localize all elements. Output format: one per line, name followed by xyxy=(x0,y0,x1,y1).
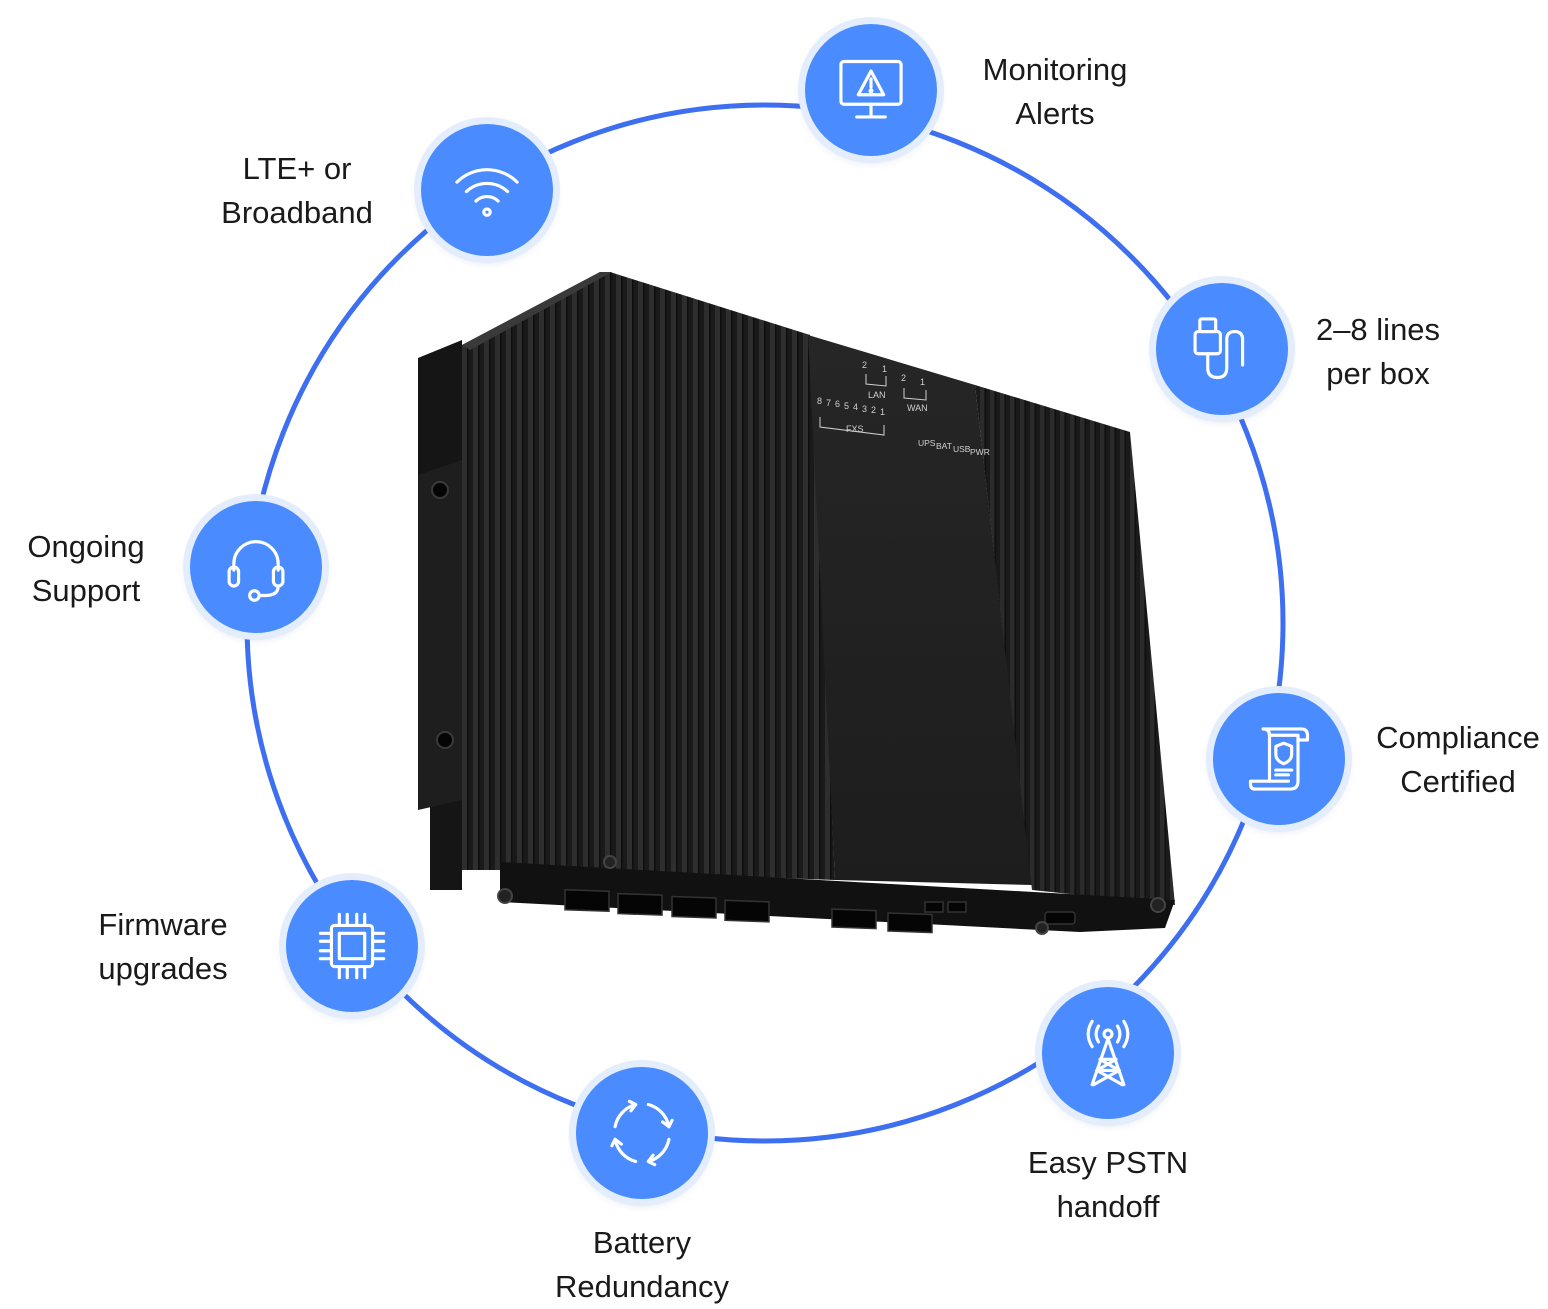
feature-support-circle xyxy=(190,501,322,633)
label-line-2: upgrades xyxy=(98,951,228,986)
mounting-bracket xyxy=(418,340,462,890)
label-line-1: Firmware xyxy=(98,907,228,942)
feature-easy-pstn-handoff: Easy PSTN handoff xyxy=(0,0,1188,1224)
feature-battery-redundancy: Battery Redundancy xyxy=(0,0,729,1304)
label-line-1: Compliance xyxy=(1376,720,1540,755)
feature-lines-label: 2–8 lines per box xyxy=(1316,308,1440,396)
fxs-port-7: 7 xyxy=(826,398,831,408)
fxs-label: FXS xyxy=(846,424,864,434)
feature-lte-or-broadband: LTE+ or Broadband xyxy=(0,0,553,256)
feature-compliance-certified: Compliance Certified xyxy=(0,0,1540,825)
device-port-strip xyxy=(497,855,1175,935)
feature-firmware-label: Firmware upgrades xyxy=(98,903,227,991)
feature-pstn-circle xyxy=(1042,987,1174,1119)
label-line-1: Easy PSTN xyxy=(1027,1145,1189,1180)
fxs-port-5: 5 xyxy=(844,401,849,411)
lan-port-1: 1 xyxy=(882,364,887,374)
feature-battery-label: Battery Redundancy xyxy=(555,1221,729,1309)
lan-port-2: 2 xyxy=(862,360,867,370)
chip-icon xyxy=(318,912,386,980)
feature-monitoring-label: Monitoring Alerts xyxy=(983,48,1128,136)
headset-icon xyxy=(227,540,285,602)
device-left-fins xyxy=(462,272,835,880)
fxs-port-6: 6 xyxy=(835,399,840,409)
fxs-port-labels: 8 7 6 5 4 3 2 1 FXS xyxy=(817,396,885,436)
label-line-2: Broadband xyxy=(221,195,373,230)
label-line-2: per box xyxy=(1326,356,1430,391)
led-label-ups: UPS xyxy=(918,438,936,448)
feature-monitoring-circle xyxy=(805,24,937,156)
fxs-port-3: 3 xyxy=(862,404,867,414)
lan-port-labels: 2 1 LAN xyxy=(862,360,887,400)
label-line-1: Battery xyxy=(592,1225,692,1260)
label-line-1: Monitoring xyxy=(982,52,1128,87)
wan-port-2: 2 xyxy=(901,373,906,383)
status-led-labels: UPS BAT USB PWR xyxy=(918,438,990,457)
wifi-icon xyxy=(455,168,519,217)
label-line-1: LTE+ or xyxy=(242,151,352,186)
led-label-pwr: PWR xyxy=(970,447,990,457)
wan-label: WAN xyxy=(907,403,928,413)
label-line-2: Support xyxy=(31,573,141,608)
feature-compliance-label: Compliance Certified xyxy=(1376,716,1540,804)
device-right-fins xyxy=(975,385,1175,905)
usb-cable-icon xyxy=(1193,317,1245,380)
feature-lte-circle xyxy=(421,124,553,256)
feature-pstn-label: Easy PSTN handoff xyxy=(1028,1141,1188,1229)
device-front-panel xyxy=(808,335,1032,885)
feature-compliance-circle xyxy=(1213,693,1345,825)
monitor-alert-icon xyxy=(839,59,903,119)
label-line-2: Redundancy xyxy=(554,1269,730,1304)
feature-monitoring-alerts: Monitoring Alerts xyxy=(0,0,1127,156)
feature-lte-label: LTE+ or Broadband xyxy=(221,147,373,235)
label-line-2: Alerts xyxy=(1015,96,1095,131)
label-line-1: Ongoing xyxy=(27,529,145,564)
fxs-port-8: 8 xyxy=(817,396,822,406)
feature-lines-circle xyxy=(1156,283,1288,415)
feature-firmware-upgrades: Firmware upgrades xyxy=(0,0,418,1012)
label-line-1: 2–8 lines xyxy=(1315,312,1441,347)
feature-firmware-circle xyxy=(286,880,418,1012)
led-label-usb: USB xyxy=(953,444,971,454)
feature-support-label: Ongoing Support xyxy=(27,525,144,613)
wan-port-labels: 2 1 WAN xyxy=(901,373,928,413)
label-line-2: Certified xyxy=(1400,764,1516,799)
fxs-port-1: 1 xyxy=(880,407,885,417)
cell-tower-icon xyxy=(1086,1019,1130,1087)
fxs-port-4: 4 xyxy=(853,402,858,412)
feature-battery-circle xyxy=(576,1067,708,1199)
fxs-port-2: 2 xyxy=(871,405,876,415)
feature-lines-per-box: 2–8 lines per box xyxy=(0,0,1440,415)
feature-ongoing-support: Ongoing Support xyxy=(0,0,322,633)
lan-label: LAN xyxy=(868,390,886,400)
refresh-arrows-icon xyxy=(610,1099,674,1167)
label-line-2: handoff xyxy=(1056,1189,1160,1224)
wan-port-1: 1 xyxy=(920,377,925,387)
led-label-bat: BAT xyxy=(936,441,952,451)
certificate-scroll-icon xyxy=(1248,727,1310,791)
